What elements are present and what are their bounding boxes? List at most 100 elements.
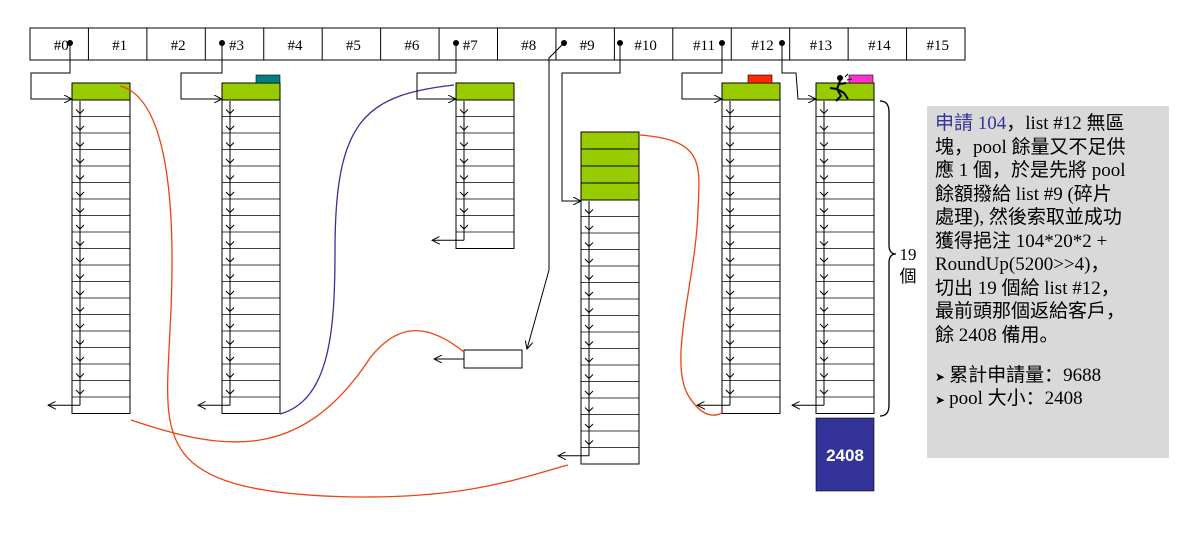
link-curves xyxy=(119,84,723,498)
next-pointer xyxy=(584,407,594,413)
next-pointer xyxy=(225,109,235,115)
allocated-marker-teal xyxy=(255,74,281,84)
next-pointer xyxy=(725,241,735,247)
next-pointer xyxy=(225,158,235,164)
next-pointer xyxy=(459,191,469,197)
note-line-6: 獲得挹注 104*20*2 + xyxy=(935,230,1108,252)
note-line-5: 處理), 然後索取並成功 xyxy=(935,207,1122,228)
next-pointer xyxy=(725,389,735,395)
next-pointer xyxy=(459,175,469,181)
next-pointer xyxy=(584,242,594,248)
next-pointer xyxy=(225,224,235,230)
count-brace xyxy=(879,100,897,417)
next-pointer xyxy=(459,224,469,230)
slot-label: #8 xyxy=(521,38,536,54)
next-pointer xyxy=(819,125,829,131)
next-pointer xyxy=(819,109,829,115)
next-pointer xyxy=(225,241,235,247)
next-pointer xyxy=(584,258,594,264)
next-pointer xyxy=(584,374,594,380)
free-block-stack xyxy=(721,99,781,414)
next-pointer xyxy=(75,323,85,329)
next-pointer xyxy=(584,341,594,347)
slot-label: #12 xyxy=(751,38,774,54)
next-pointer xyxy=(225,142,235,148)
next-pointer xyxy=(75,389,85,395)
next-pointer xyxy=(225,208,235,214)
next-pointer xyxy=(725,373,735,379)
explanation-note: 申請 104，list #12 無區 塊，pool 餘量又不足供 應 1 個，於… xyxy=(927,106,1169,458)
next-pointer xyxy=(225,323,235,329)
slot-label: #2 xyxy=(171,38,186,54)
next-pointer xyxy=(459,208,469,214)
slot-label: #4 xyxy=(287,38,303,54)
slot-label: #5 xyxy=(346,38,361,54)
head-pointers xyxy=(30,40,816,359)
next-pointer xyxy=(819,373,829,379)
next-pointer xyxy=(75,257,85,263)
free-block-stack xyxy=(221,99,281,414)
next-pointer xyxy=(225,373,235,379)
next-pointer xyxy=(75,373,85,379)
next-pointer xyxy=(819,158,829,164)
next-pointer xyxy=(225,290,235,296)
next-pointer xyxy=(75,356,85,362)
next-pointer xyxy=(584,324,594,330)
next-pointer xyxy=(225,125,235,131)
free-list-12-chain xyxy=(792,82,875,414)
next-pointer xyxy=(725,290,735,296)
next-pointer xyxy=(75,241,85,247)
next-pointer xyxy=(725,257,735,263)
runner-icon xyxy=(829,73,853,102)
count-unit: 個 xyxy=(899,267,917,286)
curve-blue xyxy=(279,84,455,415)
bullet-icon: ➤ xyxy=(935,393,946,407)
slot-label: #1 xyxy=(112,38,127,54)
allocated-marker-magenta xyxy=(848,74,874,84)
slot-label: #7 xyxy=(463,38,479,54)
curve-orange-0 xyxy=(119,85,569,498)
next-pointer xyxy=(819,142,829,148)
next-pointer xyxy=(725,191,735,197)
note-line-3: 應 1 個，於是先將 pool xyxy=(935,160,1126,181)
slot-label: #14 xyxy=(868,38,891,54)
next-pointer xyxy=(725,175,735,181)
next-pointer xyxy=(819,208,829,214)
free-block-stack xyxy=(455,99,515,249)
summary-total-requested: ➤累計申請量：9688 xyxy=(935,365,1102,386)
next-pointer xyxy=(75,191,85,197)
next-pointer xyxy=(225,307,235,313)
free-list-10-chain xyxy=(558,131,640,465)
allocated-block xyxy=(455,82,515,101)
next-pointer xyxy=(225,340,235,346)
next-pointer xyxy=(75,158,85,164)
allocated-block xyxy=(71,82,131,101)
note-line-9: 最前頭那個返給客戶， xyxy=(935,301,1126,322)
free-list-11-chain xyxy=(697,82,781,414)
next-pointer xyxy=(75,274,85,280)
next-pointer xyxy=(225,389,235,395)
note-highlight: 申請 104 xyxy=(935,113,1007,134)
next-pointer xyxy=(75,340,85,346)
allocated-block xyxy=(815,82,875,101)
summary-label: pool 大小 xyxy=(949,388,1026,409)
slot-label: #10 xyxy=(634,38,657,54)
curve-orange-1 xyxy=(130,329,465,443)
next-pointer xyxy=(725,125,735,131)
next-pointer xyxy=(819,340,829,346)
next-pointer xyxy=(225,175,235,181)
slot-label: #15 xyxy=(927,38,950,54)
next-pointer xyxy=(459,109,469,115)
pool-block-label: 2408 xyxy=(826,446,864,465)
free-block-stack xyxy=(815,99,875,414)
next-pointer xyxy=(225,257,235,263)
allocated-block xyxy=(580,165,640,184)
next-pointer xyxy=(459,158,469,164)
next-pointer xyxy=(819,290,829,296)
bullet-icon: ➤ xyxy=(935,370,946,384)
free-list-0-chain xyxy=(48,82,131,414)
summary-value: 9688 xyxy=(1063,365,1102,386)
allocated-block xyxy=(580,182,640,201)
note-line-7: RoundUp(5200>>4)， xyxy=(935,254,1110,275)
